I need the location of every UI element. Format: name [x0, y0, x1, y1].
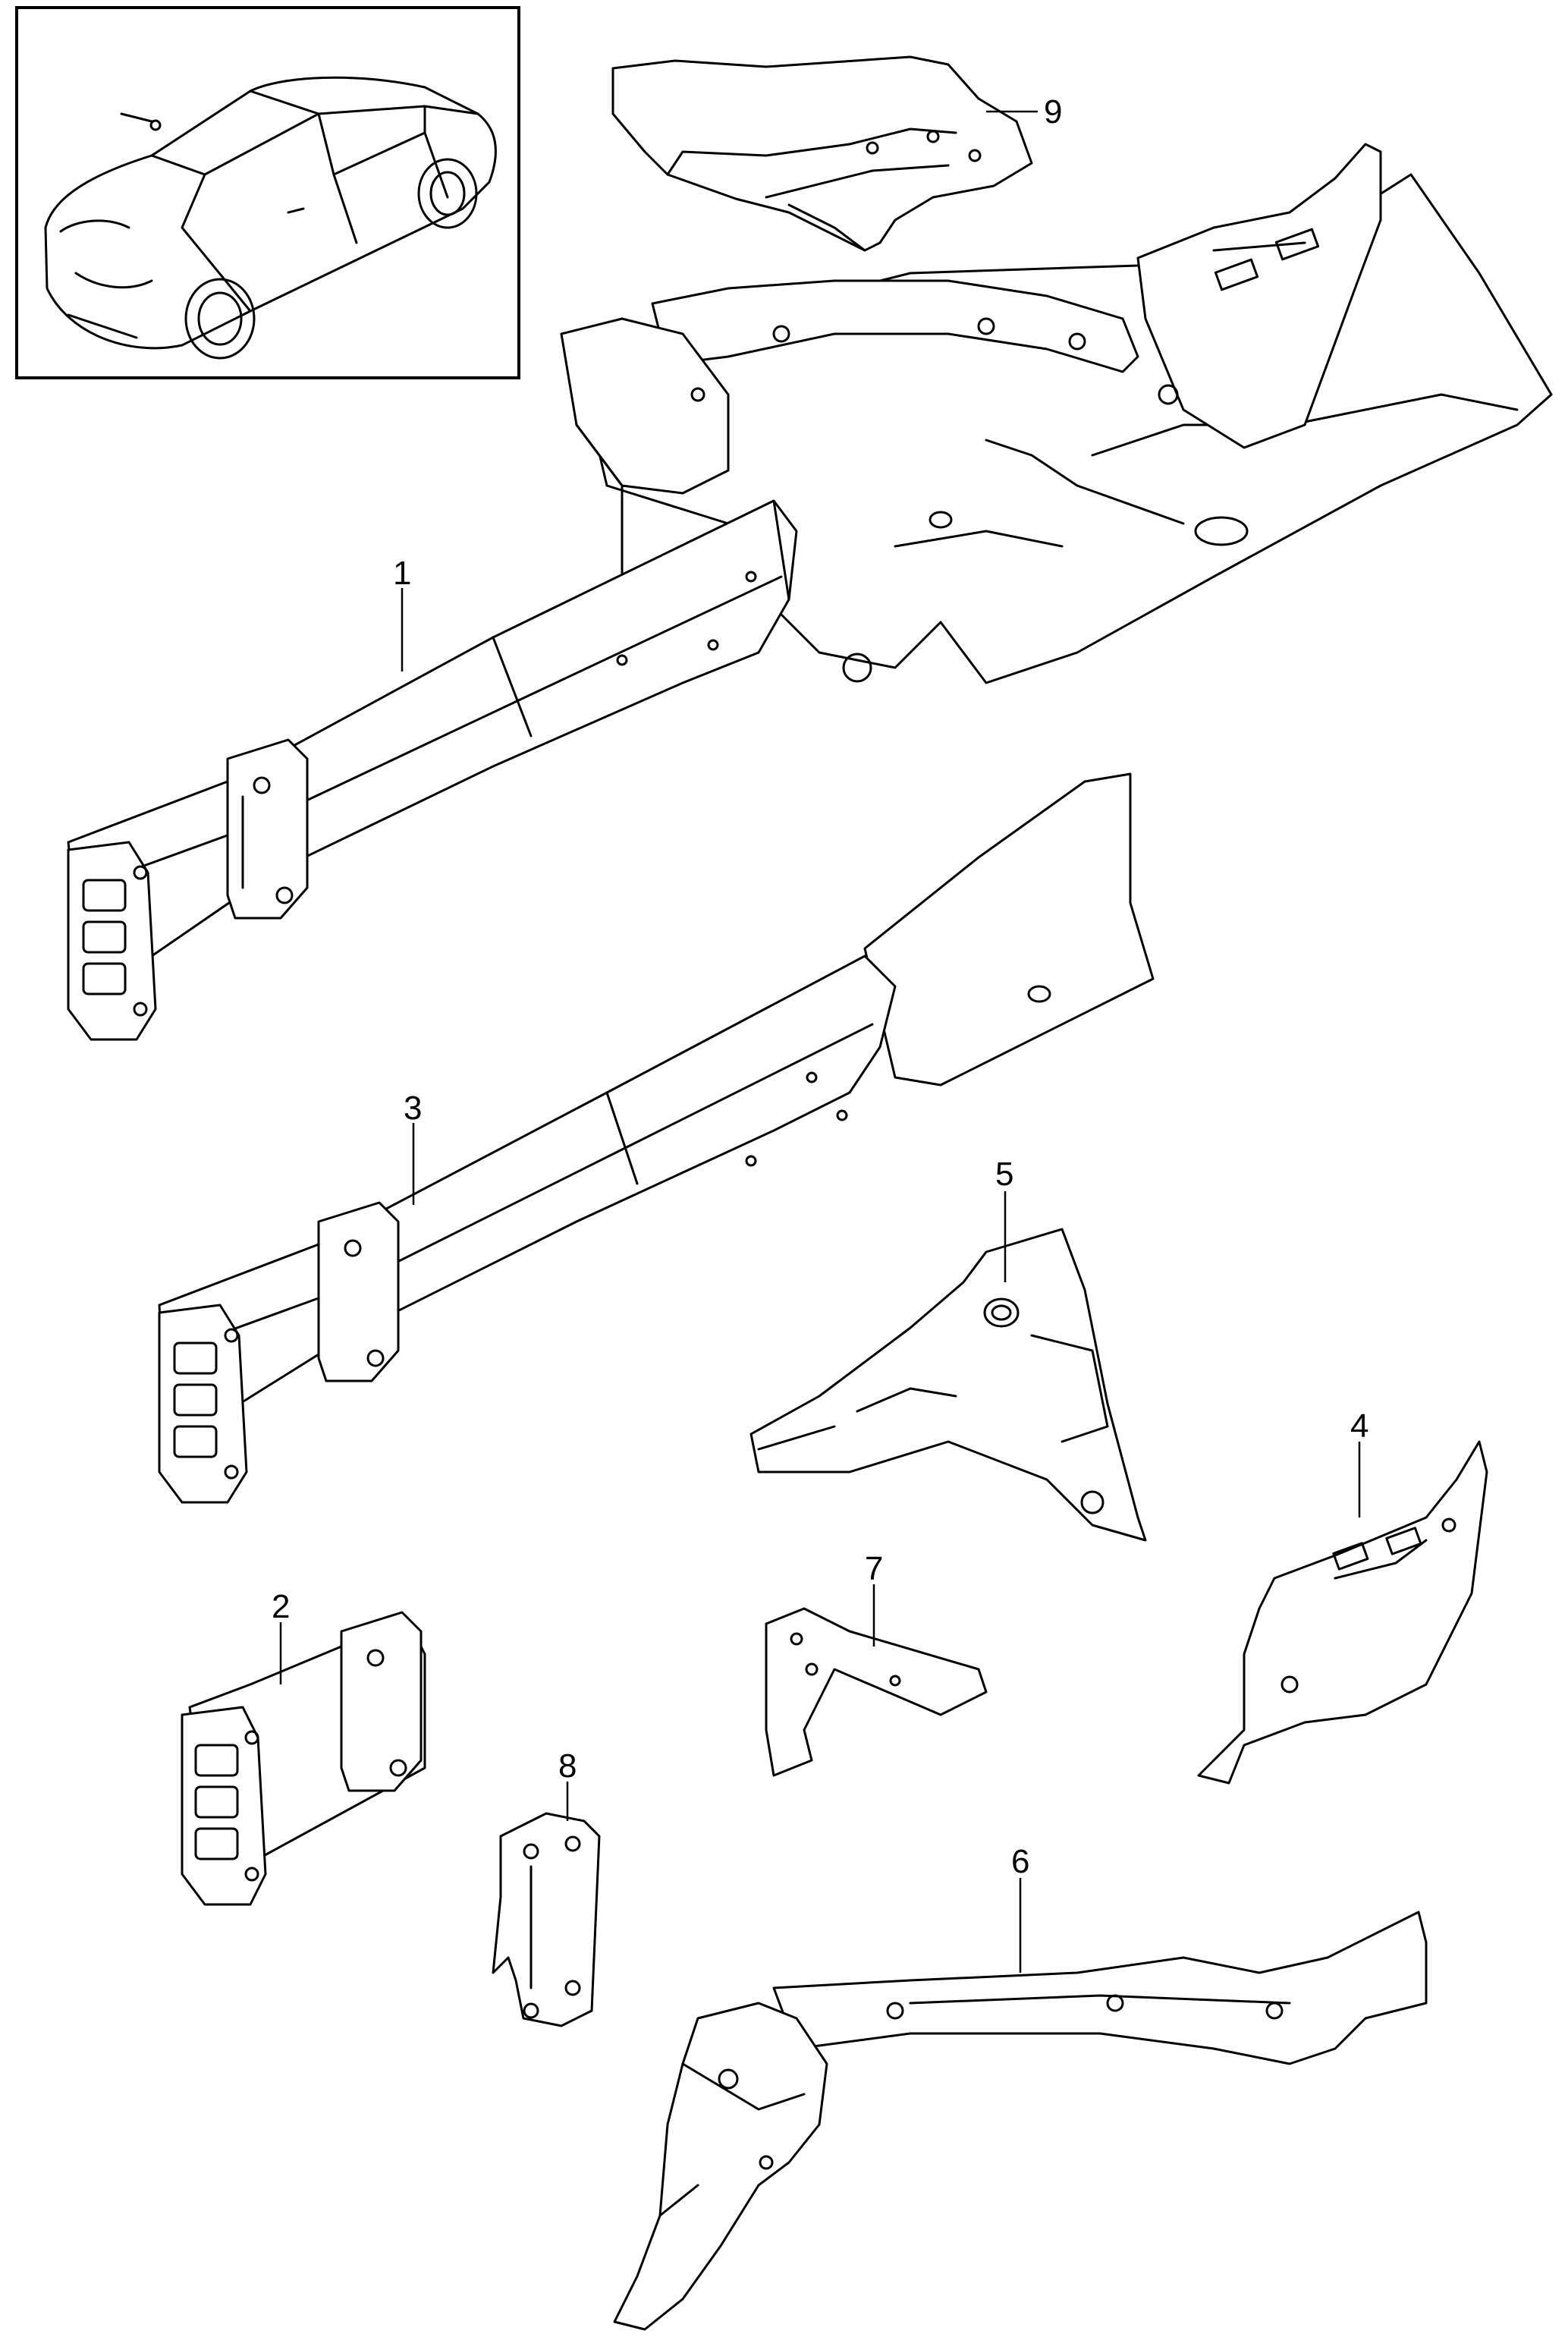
callout-7: 7 [865, 1550, 883, 1646]
vehicle-inset [15, 6, 520, 379]
part-1-longitudinal-member-assembly [67, 143, 1553, 1041]
part-9-floor-cover [611, 55, 1033, 252]
part-6-front-side-member [613, 1911, 1428, 2331]
part-3-longitudinal-member [158, 772, 1155, 1504]
part-5-wheel-housing [749, 1228, 1147, 1542]
callout-label-7: 7 [865, 1550, 883, 1587]
callout-9: 9 [986, 93, 1062, 131]
callout-4: 4 [1350, 1407, 1368, 1518]
part-4-wheel-housing-bracket [1197, 1440, 1488, 1785]
part-8-reinforcement [492, 1812, 601, 2027]
inset-frame [15, 6, 520, 379]
callout-label-4: 4 [1350, 1407, 1368, 1445]
callout-2: 2 [272, 1588, 290, 1684]
car-icon [44, 76, 497, 360]
callout-5: 5 [995, 1156, 1013, 1282]
part-7-bracket [765, 1607, 988, 1777]
callout-label-1: 1 [393, 555, 411, 592]
callout-label-3: 3 [404, 1090, 422, 1127]
part-2-crash-box [181, 1611, 426, 1906]
callout-3: 3 [404, 1090, 422, 1205]
callout-label-6: 6 [1011, 1843, 1029, 1880]
callout-label-5: 5 [995, 1156, 1013, 1193]
callout-6: 6 [1011, 1843, 1029, 1973]
callout-label-9: 9 [1044, 93, 1062, 131]
callout-1: 1 [393, 555, 411, 671]
callout-label-2: 2 [272, 1588, 290, 1625]
callout-label-8: 8 [558, 1747, 577, 1785]
callout-8: 8 [558, 1747, 577, 1821]
